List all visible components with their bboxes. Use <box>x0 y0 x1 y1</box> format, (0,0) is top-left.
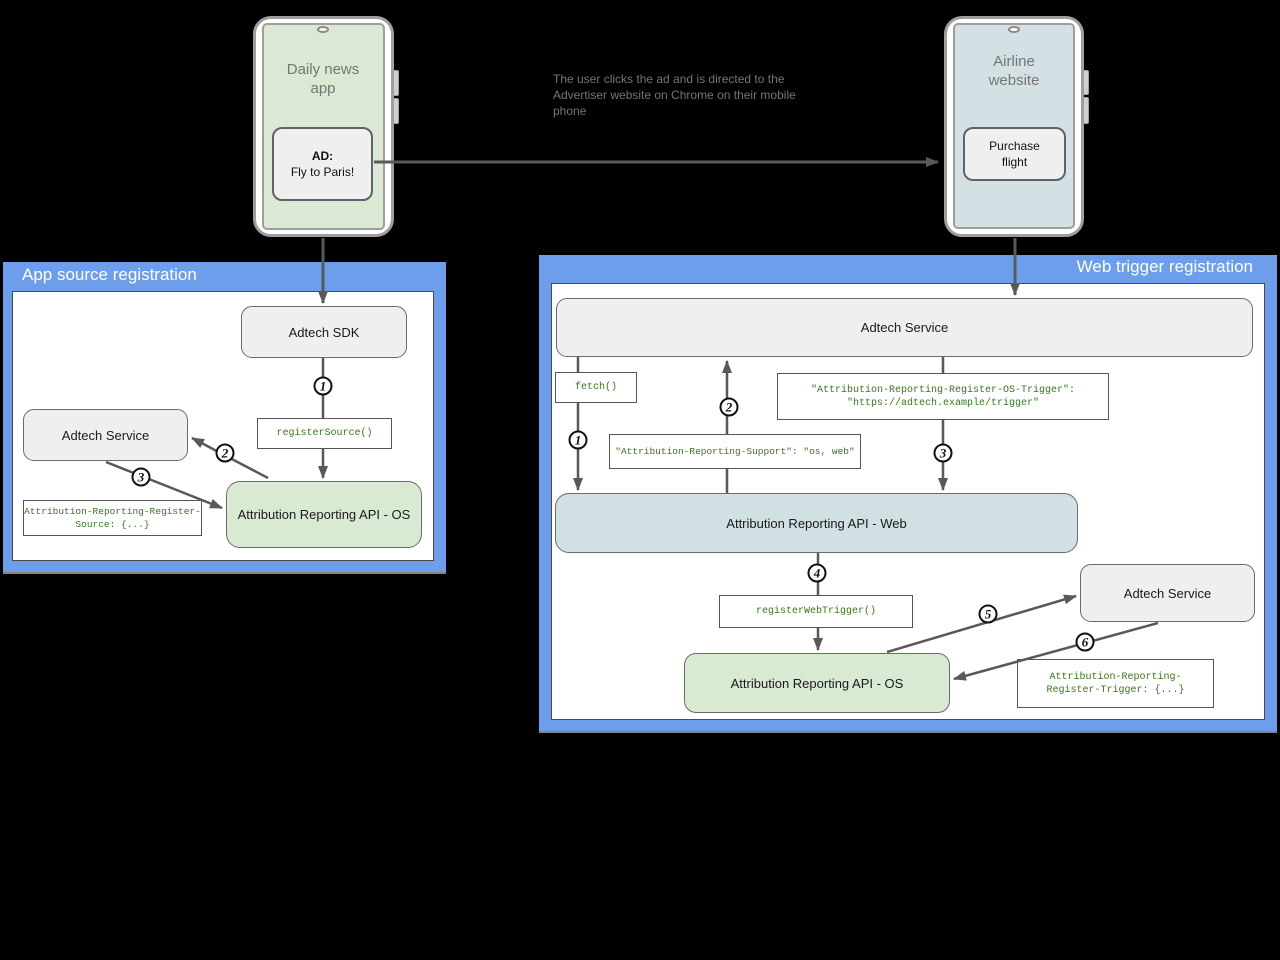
airline-site-label: Airline website <box>988 53 1040 89</box>
adtech-service-box-left: Adtech Service <box>23 409 188 461</box>
app-source-panel-title: App source registration <box>22 265 197 284</box>
adtech-service-right-label: Adtech Service <box>1123 585 1212 601</box>
os-trigger-header-codebox: "Attribution-Reporting-Register-OS-Trigg… <box>777 373 1109 420</box>
register-source-codebox: registerSource() <box>257 418 392 449</box>
step-circle-web-2: 2 <box>719 397 739 417</box>
register-trigger-header-code: Attribution-Reporting- Register-Trigger:… <box>1046 671 1185 696</box>
register-source-header-code: Attribution-Reporting-Register- Source: … <box>24 506 201 530</box>
ad-text: Fly to Paris! <box>290 165 355 179</box>
step-circle-web-5: 5 <box>978 604 998 624</box>
attribution-api-os-box-right: Attribution Reporting API - OS <box>684 653 950 713</box>
os-trigger-header-code: "Attribution-Reporting-Register-OS-Trigg… <box>810 384 1076 409</box>
adtech-service-box-top: Adtech Service <box>556 298 1253 357</box>
attribution-api-web-label: Attribution Reporting API - Web <box>726 515 907 531</box>
fetch-code: fetch() <box>574 382 617 393</box>
fetch-codebox: fetch() <box>555 372 637 403</box>
attribution-api-os-box-left: Attribution Reporting API - OS <box>226 481 422 548</box>
step-circle-web-6: 6 <box>1075 632 1095 652</box>
attribution-api-os-label: Attribution Reporting API - OS <box>237 507 411 522</box>
adtech-service-box-right: Adtech Service <box>1080 564 1255 622</box>
register-source-code: registerSource() <box>276 428 373 439</box>
step-circle-web-1: 1 <box>568 430 588 450</box>
adtech-service-label: Adtech Service <box>61 427 150 443</box>
step-circle-app-3: 3 <box>131 467 151 487</box>
step-circle-web-3: 3 <box>933 443 953 463</box>
user-flow-caption: The user clicks the ad and is directed t… <box>553 72 796 118</box>
step-circle-app-2: 2 <box>215 443 235 463</box>
adtech-service-top-label: Adtech Service <box>860 320 949 335</box>
web-trigger-panel-title: Web trigger registration <box>1076 257 1253 276</box>
ad-banner: AD: Fly to Paris! <box>272 127 373 201</box>
support-header-code: "Attribution-Reporting-Support": "os, we… <box>615 446 855 457</box>
register-source-header-codebox: Attribution-Reporting-Register- Source: … <box>23 500 202 536</box>
register-web-trigger-code: registerWebTrigger() <box>755 606 877 617</box>
airline-phone-screen <box>953 23 1075 229</box>
adtech-sdk-label: Adtech SDK <box>288 324 360 340</box>
attribution-api-os-right-label: Attribution Reporting API - OS <box>730 675 904 691</box>
register-trigger-header-codebox: Attribution-Reporting- Register-Trigger:… <box>1017 659 1214 708</box>
purchase-flight-label: Purchase flight <box>989 139 1040 169</box>
step-circle-web-4: 4 <box>807 563 827 583</box>
camera-icon <box>1008 26 1020 33</box>
register-web-trigger-codebox: registerWebTrigger() <box>719 595 913 628</box>
attribution-api-web-box: Attribution Reporting API - Web <box>555 493 1078 553</box>
ad-heading: AD: <box>311 149 334 163</box>
support-header-codebox: "Attribution-Reporting-Support": "os, we… <box>609 434 861 469</box>
camera-icon <box>317 26 329 33</box>
adtech-sdk-box: Adtech SDK <box>241 306 407 358</box>
purchase-flight-button: Purchase flight <box>963 127 1066 181</box>
step-circle-app-1: 1 <box>313 376 333 396</box>
news-app-label: Daily news app <box>286 61 360 97</box>
